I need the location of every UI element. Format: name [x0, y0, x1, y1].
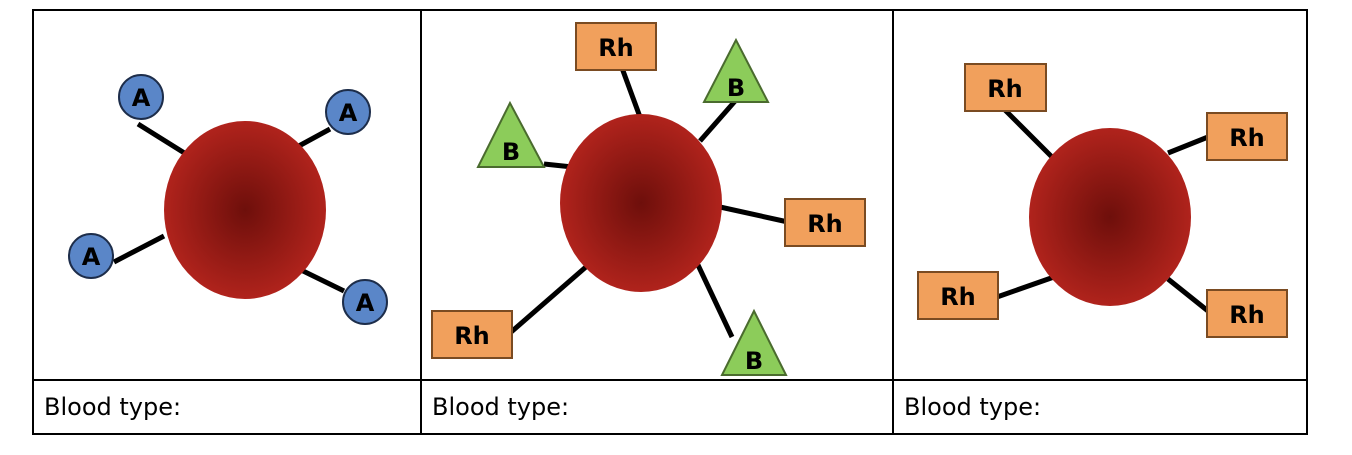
panel-2-blood-type-label: Blood type: [420, 379, 894, 435]
antigen-a-3: A [68, 233, 114, 279]
antigen-rh-2: Rh [784, 198, 866, 247]
panel-3-blood-type-label: Blood type: [892, 379, 1308, 435]
panel-1-figure: A A A A [32, 9, 422, 381]
svg-text:Rh: Rh [987, 75, 1023, 103]
svg-text:A: A [132, 84, 151, 112]
antigen-rh-2: Rh [1206, 112, 1288, 161]
svg-text:B: B [502, 138, 520, 166]
antigen-rh-3: Rh [431, 310, 513, 359]
antigen-rh-3: Rh [917, 271, 999, 320]
panel-2-diagram: Rh B B Rh Rh [431, 22, 866, 376]
panel-3-diagram: Rh Rh Rh Rh [917, 63, 1288, 338]
svg-text:Rh: Rh [807, 210, 843, 238]
antigen-b-1: B [702, 37, 770, 103]
svg-text:Rh: Rh [454, 322, 490, 350]
svg-text:A: A [356, 289, 375, 317]
antigen-a-2: A [325, 89, 371, 135]
panel-3-figure: Rh Rh Rh Rh [892, 9, 1308, 381]
antigen-b-2: B [476, 100, 546, 168]
antigen-rh-1: Rh [575, 22, 657, 71]
svg-text:Rh: Rh [1229, 124, 1265, 152]
svg-text:Rh: Rh [1229, 301, 1265, 329]
svg-text:B: B [745, 347, 763, 375]
red-blood-cell [164, 121, 326, 299]
svg-text:A: A [82, 243, 101, 271]
antigen-rh-4: Rh [1206, 289, 1288, 338]
svg-text:Rh: Rh [598, 34, 634, 62]
panel-1-diagram: A A A A [68, 74, 388, 325]
blood-type-table: A A A A [32, 9, 1308, 435]
red-blood-cell [560, 114, 722, 292]
antigen-rh-1: Rh [964, 63, 1047, 112]
svg-text:B: B [727, 74, 745, 102]
antigen-a-1: A [118, 74, 164, 120]
svg-text:Rh: Rh [940, 283, 976, 311]
antigen-a-4: A [342, 279, 388, 325]
antigen-b-3: B [720, 308, 788, 376]
svg-text:A: A [339, 99, 358, 127]
panel-2-figure: Rh B B Rh Rh [420, 9, 894, 381]
panel-1-blood-type-label: Blood type: [32, 379, 422, 435]
red-blood-cell [1029, 128, 1191, 306]
